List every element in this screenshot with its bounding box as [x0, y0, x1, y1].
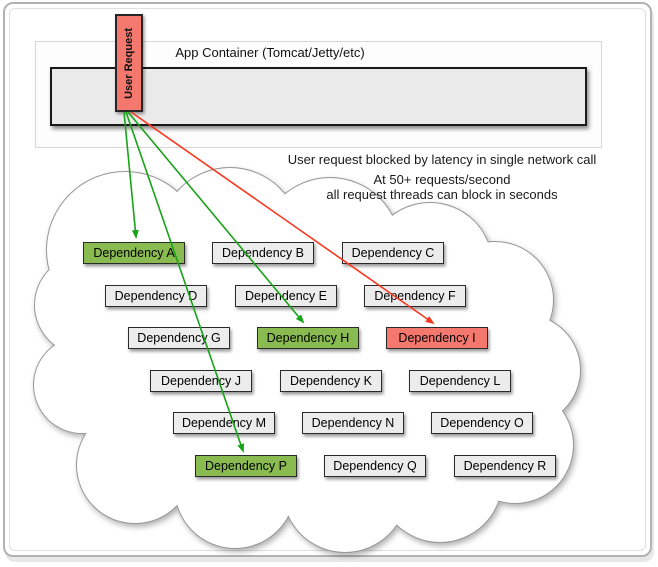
dependency-box-k: Dependency K [280, 370, 382, 392]
dependency-box-i: Dependency I [386, 327, 488, 349]
dependency-label-n: Dependency N [311, 416, 395, 430]
dependency-label-e: Dependency E [244, 289, 327, 303]
dependency-label-d: Dependency D [114, 289, 198, 303]
dependency-box-c: Dependency C [342, 242, 444, 264]
dependency-label-g: Dependency G [137, 331, 221, 345]
app-container-title: App Container (Tomcat/Jetty/etc) [175, 45, 365, 60]
dependency-box-r: Dependency R [454, 455, 556, 477]
dependency-label-r: Dependency R [463, 459, 547, 473]
dependency-label-o: Dependency O [440, 416, 524, 430]
dependency-box-j: Dependency J [150, 370, 252, 392]
dependency-label-m: Dependency M [181, 416, 267, 430]
user-request-box: User Request [115, 14, 143, 112]
dependency-box-l: Dependency L [409, 370, 511, 392]
dependency-label-l: Dependency L [419, 374, 501, 388]
dependency-label-j: Dependency J [161, 374, 241, 388]
dependency-box-e: Dependency E [235, 285, 337, 307]
dependency-box-n: Dependency N [302, 412, 404, 434]
dependency-label-a: Dependency A [93, 246, 175, 260]
dependency-box-a: Dependency A [83, 242, 185, 264]
dependency-box-d: Dependency D [105, 285, 207, 307]
dependency-box-b: Dependency B [212, 242, 314, 264]
dependency-label-h: Dependency H [266, 331, 350, 345]
dependency-box-p: Dependency P [195, 455, 297, 477]
dependency-label-k: Dependency K [289, 374, 372, 388]
note-requests-per-second: At 50+ requests/second [373, 172, 511, 187]
dependency-label-q: Dependency Q [333, 459, 417, 473]
note-latency-blocked: User request blocked by latency in singl… [287, 152, 597, 167]
dependency-box-m: Dependency M [173, 412, 275, 434]
dependency-box-f: Dependency F [364, 285, 466, 307]
user-request-label: User Request [123, 27, 135, 99]
dependency-label-i: Dependency I [398, 331, 476, 345]
dependency-box-q: Dependency Q [324, 455, 426, 477]
dependency-label-p: Dependency P [204, 459, 287, 473]
dependency-box-h: Dependency H [257, 327, 359, 349]
dependency-label-c: Dependency C [351, 246, 435, 260]
dependency-label-b: Dependency B [221, 246, 304, 260]
dependency-box-g: Dependency G [128, 327, 230, 349]
note-threads-block: all request threads can block in seconds [326, 187, 558, 202]
dependency-label-f: Dependency F [374, 289, 456, 303]
dependency-box-o: Dependency O [431, 412, 533, 434]
